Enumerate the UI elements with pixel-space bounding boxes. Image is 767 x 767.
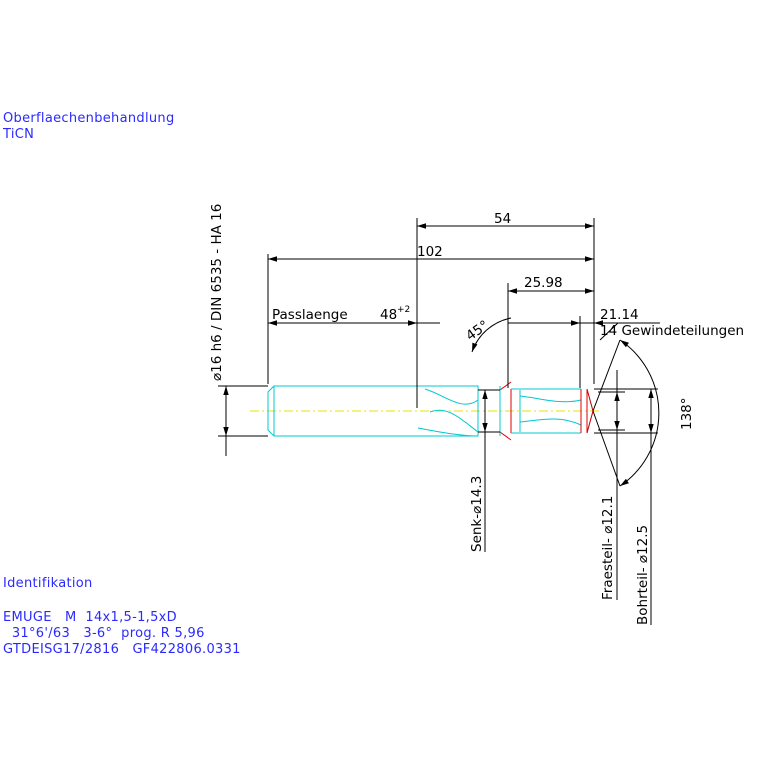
shank-diameter-label: ⌀16 h6 / DIN 6535 - HA 16 bbox=[209, 204, 225, 381]
dimension-lines: 54 102 25.98 21.14 Passlaenge 48 +2 ⌀16 … bbox=[209, 204, 744, 625]
chamfer-angle-arc bbox=[471, 317, 512, 353]
surface-treatment-heading: Oberflaechenbehandlung bbox=[3, 111, 175, 126]
point-angle-arc bbox=[619, 339, 660, 487]
point-angle-leg-top bbox=[592, 339, 621, 412]
identification-heading: Identifikation bbox=[3, 576, 93, 591]
thread-leader bbox=[599, 322, 619, 341]
flute-curve-1 bbox=[424, 388, 479, 405]
thread-divisions-label: 14 Gewindeteilungen bbox=[600, 323, 744, 339]
chamfer-angle-label: 45° bbox=[463, 317, 492, 344]
surface-treatment-value: TiCN bbox=[2, 127, 34, 142]
fit-length-value: 48 bbox=[380, 307, 397, 323]
thread-body bbox=[511, 388, 581, 434]
point-angle-leg-bottom bbox=[592, 410, 621, 487]
drilling-label: Bohrteil- ⌀12.5 bbox=[635, 525, 651, 625]
thread-helix-2 bbox=[519, 418, 582, 426]
flute-curve-2 bbox=[429, 409, 479, 433]
fit-length-label: Passlaenge bbox=[272, 307, 348, 323]
milling-label: Fraesteil- ⌀12.1 bbox=[600, 496, 616, 600]
identification-line-2: 31°6'/63 3-6° prog. R 5,96 bbox=[3, 626, 205, 641]
dim-102-label: 102 bbox=[417, 244, 443, 260]
point-angle-label: 138° bbox=[679, 397, 695, 430]
countersink-label: Senk-⌀14.3 bbox=[469, 476, 485, 552]
fit-length-tolerance: +2 bbox=[397, 305, 410, 315]
dim-21-14-label: 21.14 bbox=[600, 307, 639, 323]
dim-25-98-label: 25.98 bbox=[524, 275, 563, 291]
identification-line-3: GTDEISG17/2816 GF422806.0331 bbox=[3, 642, 241, 657]
tool-outline bbox=[250, 381, 600, 441]
dim-54-label: 54 bbox=[494, 211, 511, 227]
flute-curve-3 bbox=[417, 427, 479, 437]
countersink-section bbox=[499, 381, 512, 441]
identification-line-1: EMUGE M 14x1,5-1,5xD bbox=[3, 610, 177, 625]
thread-helix-1 bbox=[519, 395, 582, 403]
